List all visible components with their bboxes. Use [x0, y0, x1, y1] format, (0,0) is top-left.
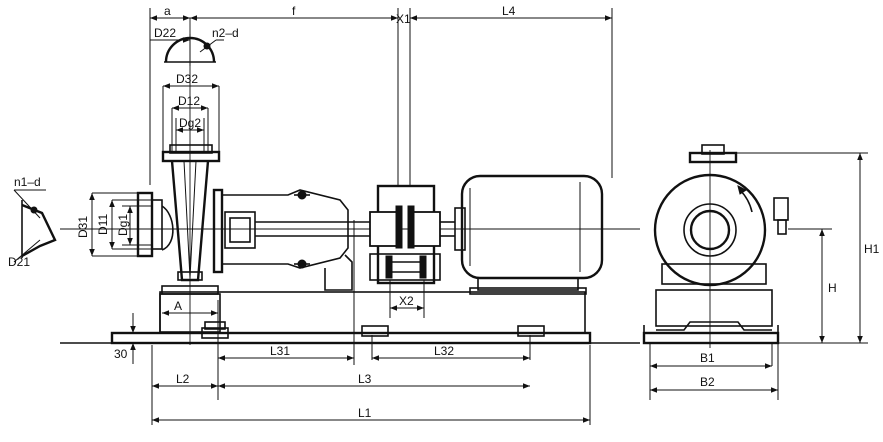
inlet-flange-detail [13, 189, 57, 263]
pump-outlet [159, 144, 221, 333]
label-h1: H1 [864, 242, 880, 256]
base-plate [60, 291, 640, 360]
label-d12: D12 [178, 94, 200, 108]
pump-inlet [136, 188, 370, 291]
label-f: f [292, 4, 296, 18]
motor [440, 174, 604, 295]
outlet-flange-detail [164, 34, 224, 66]
label-n2d: n2–d [212, 26, 239, 40]
label-d32: D32 [176, 72, 198, 86]
label-30: 30 [114, 347, 128, 361]
label-l1: L1 [358, 406, 372, 420]
label-d31: D31 [76, 216, 90, 238]
label-l3: L3 [358, 372, 372, 386]
label-x1: X1 [396, 12, 411, 26]
end-view [642, 144, 789, 348]
label-dg2: Dg2 [179, 116, 201, 130]
label-aa: A [174, 299, 182, 313]
label-b2: B2 [700, 375, 715, 389]
label-d22: D22 [154, 26, 176, 40]
label-n1d: n1–d [14, 175, 41, 189]
coupling [369, 184, 441, 285]
label-l2: L2 [176, 372, 190, 386]
label-d21: D21 [8, 255, 30, 269]
label-l32: L32 [434, 344, 454, 358]
label-h: H [828, 281, 837, 295]
label-l31: L31 [270, 344, 290, 358]
label-l4: L4 [502, 4, 516, 18]
label-dg1: Dg1 [116, 214, 130, 236]
label-d11: D11 [96, 214, 110, 235]
label-b1: B1 [700, 351, 715, 365]
label-x2: X2 [399, 294, 414, 308]
label-a: a [164, 4, 171, 18]
